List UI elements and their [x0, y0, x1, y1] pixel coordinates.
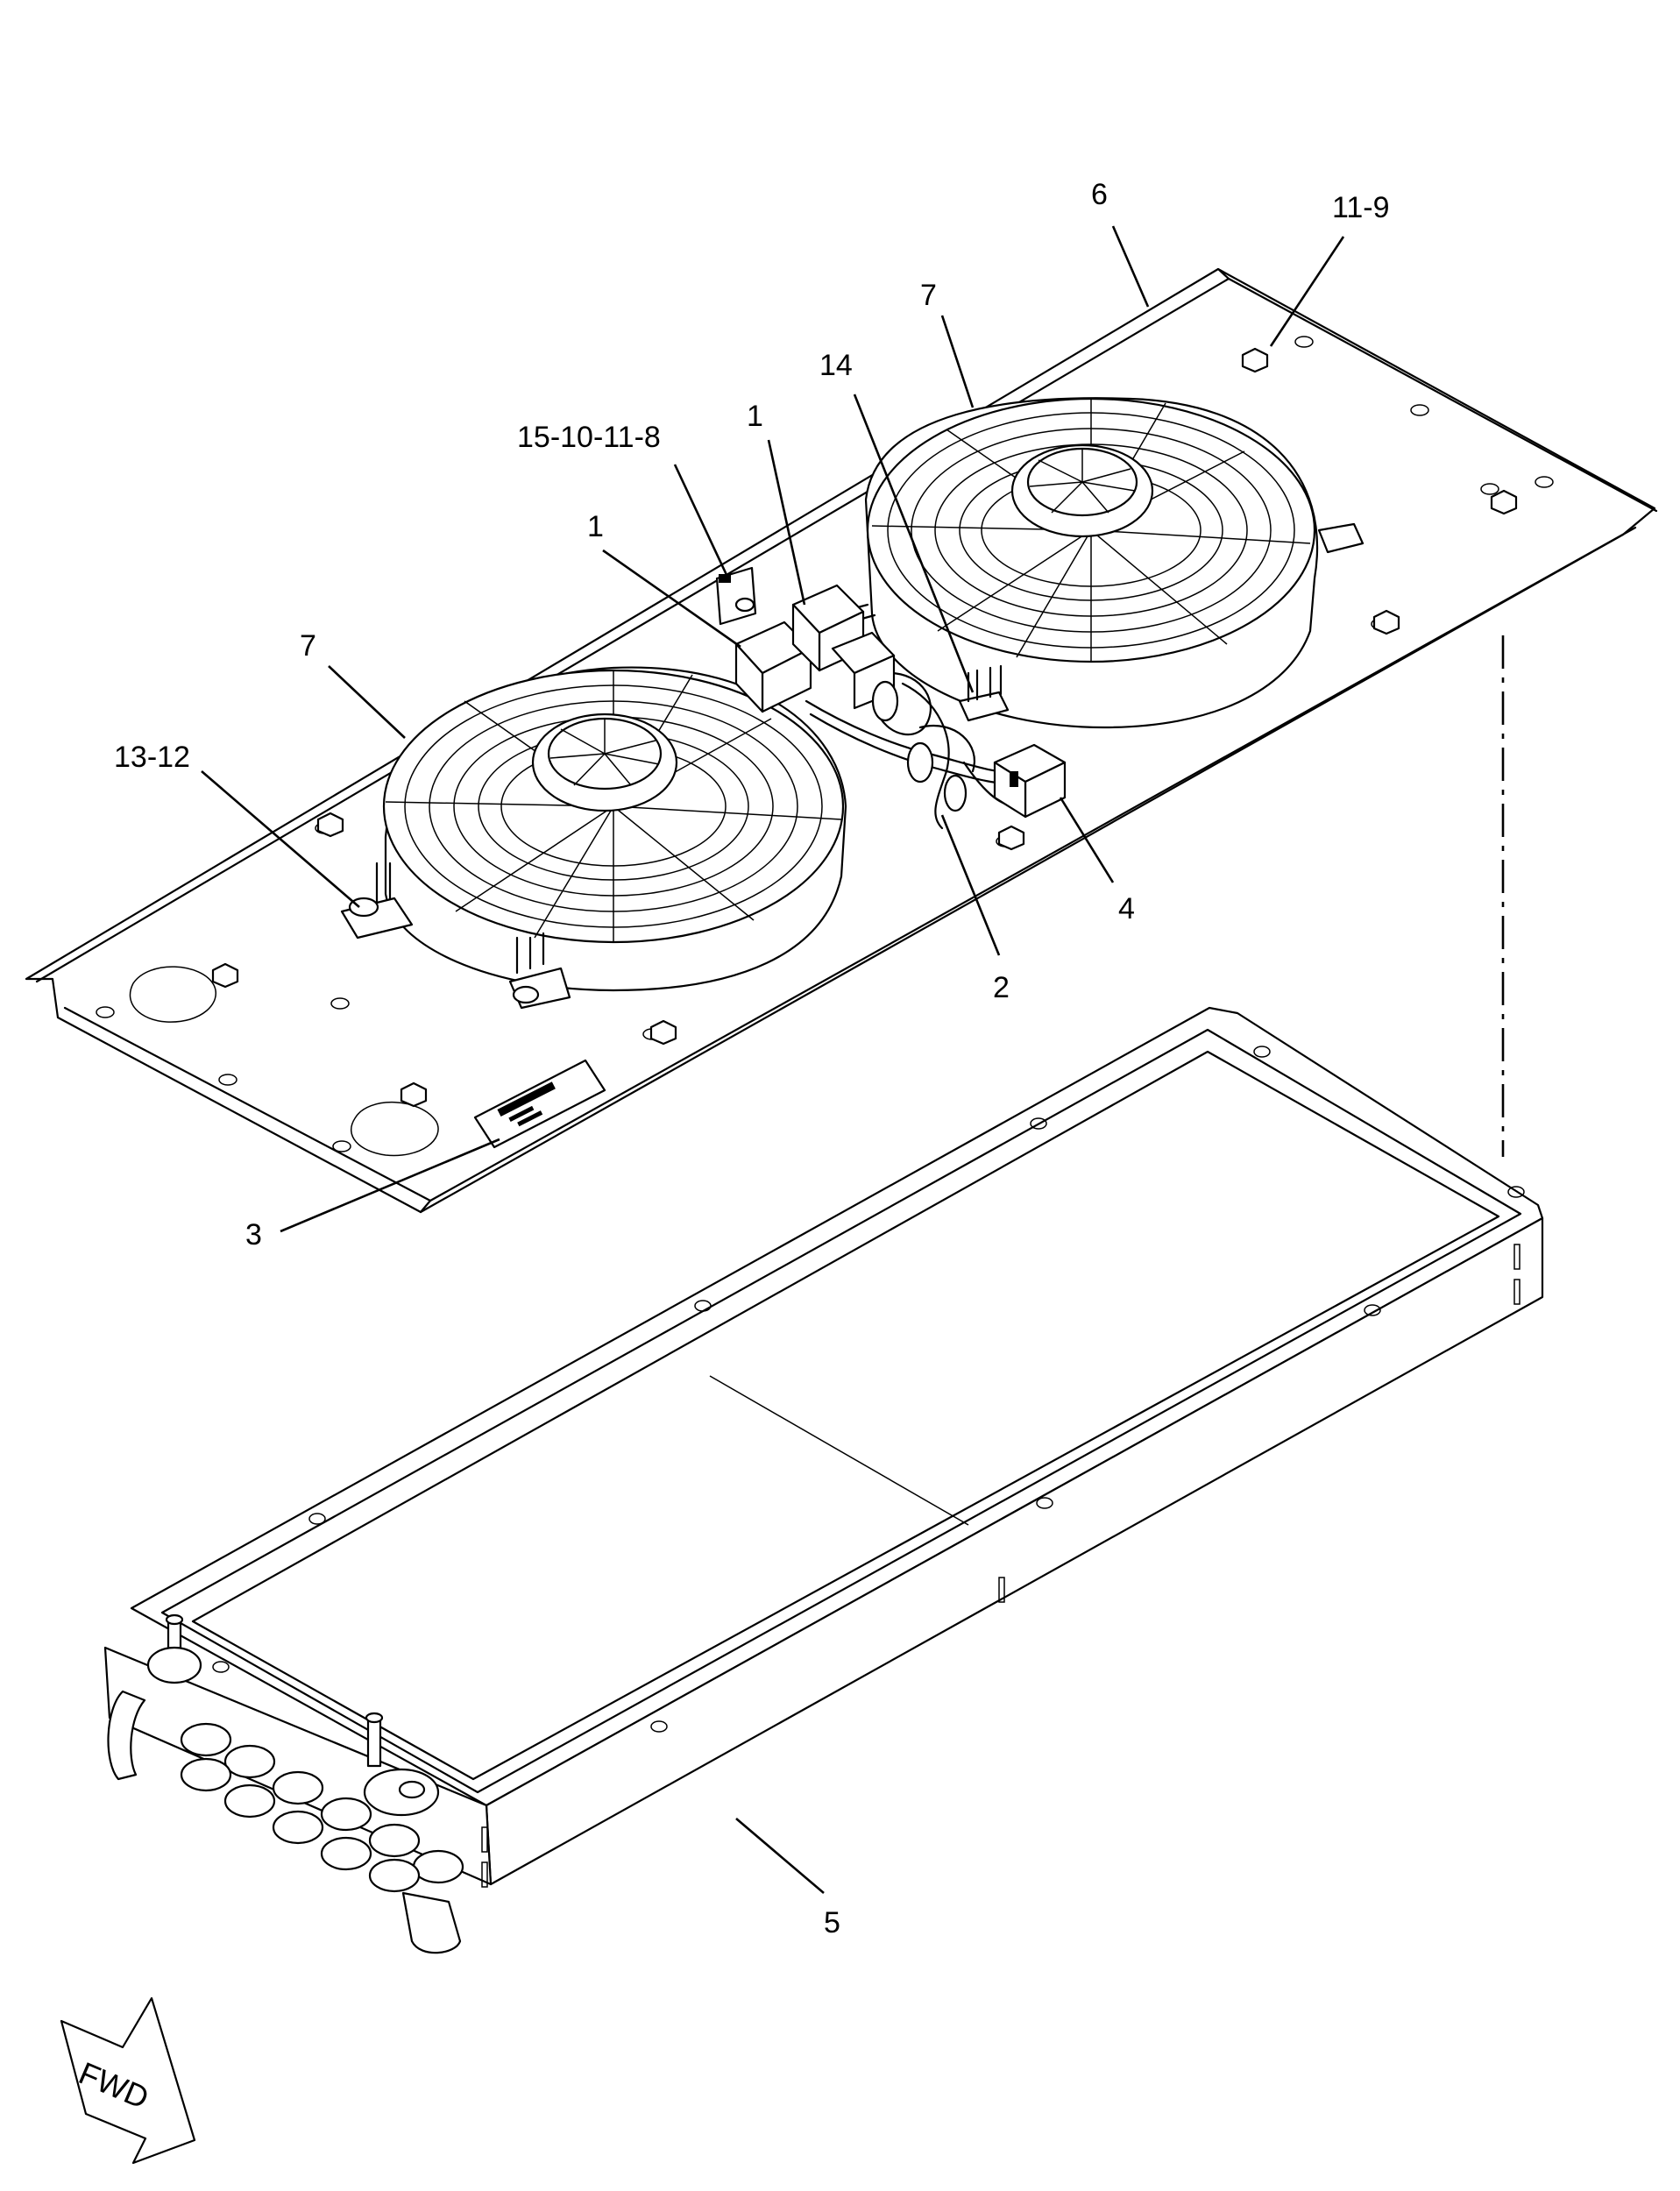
fan-mounting-plate [25, 267, 1658, 1214]
callout-7-top: 7 [920, 279, 937, 312]
callout-15-10-11-8: 15-10-11-8 [517, 421, 661, 454]
coil-return-bends [180, 1722, 464, 1893]
callout-7-left: 7 [300, 629, 316, 663]
evaporator-coil-assembly [103, 1006, 1544, 1954]
harness-clip-14 [958, 664, 1010, 722]
harness-connector-a [734, 620, 812, 713]
callout-1-mid: 1 [587, 510, 604, 543]
connector-4 [993, 743, 1067, 819]
callout-13-12: 13-12 [114, 741, 190, 774]
callout-2: 2 [993, 971, 1010, 1004]
harness-ties [871, 680, 968, 812]
forward-direction-arrow: FWD [60, 1996, 196, 2165]
tray-holes [212, 1046, 1525, 1733]
leader-lines [201, 225, 1345, 1894]
plate-bolts [211, 347, 1518, 1108]
harness-connector-b [791, 584, 865, 672]
condenser-fan-left [340, 666, 847, 1010]
callout-5: 5 [824, 1906, 840, 1939]
callout-6: 6 [1091, 178, 1108, 211]
condenser-fan-right [864, 397, 1365, 729]
coil-posts [146, 1613, 440, 1817]
callout-14: 14 [819, 349, 853, 382]
tray-slots [481, 1244, 1521, 1888]
bracket-15 [715, 566, 757, 626]
callout-11-9: 11-9 [1332, 191, 1390, 224]
callout-4: 4 [1118, 892, 1135, 925]
callout-1-top: 1 [747, 400, 763, 433]
callout-labels: 6 11-9 7 14 1 15-10-11-8 1 7 13-12 4 2 3… [114, 178, 1390, 1939]
callout-3: 3 [245, 1218, 262, 1251]
decal-label [473, 1059, 606, 1149]
